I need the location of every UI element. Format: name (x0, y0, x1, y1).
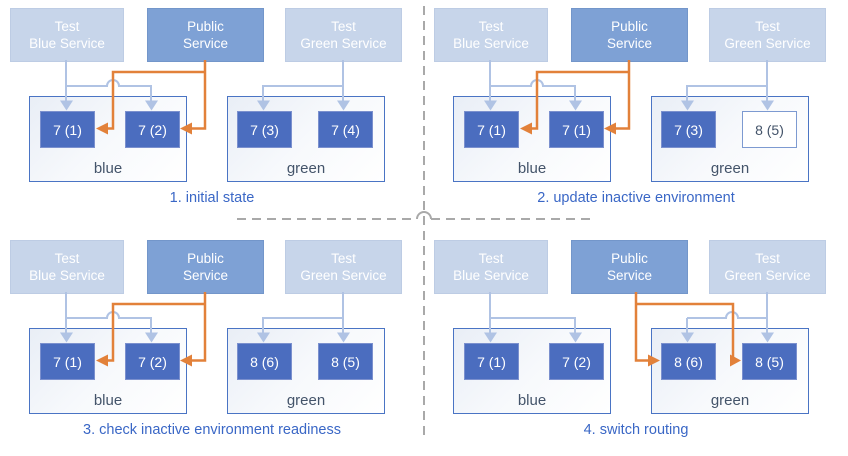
test-green-service-label-line2: Green Service (724, 268, 811, 283)
green-environment-label: green (710, 160, 750, 177)
test-blue-service-box: Test Blue Service (10, 240, 124, 294)
pod-green-2: 7 (4) (318, 111, 373, 148)
public-service-label-line1: Public (187, 19, 224, 34)
test-blue-service-box: Test Blue Service (434, 240, 548, 294)
public-service-box: Public Service (571, 240, 688, 294)
blue-environment-label: blue (517, 392, 547, 409)
panel-2-update-inactive: Test Blue Service Public Service Test Gr… (424, 0, 848, 220)
test-green-service-box: Test Green Service (709, 240, 826, 294)
test-blue-service-label-line1: Test (54, 251, 80, 266)
pod-blue-1: 7 (1) (464, 343, 519, 380)
test-blue-service-label-line1: Test (54, 19, 80, 34)
test-green-service-box: Test Green Service (285, 8, 402, 62)
public-service-box: Public Service (147, 8, 264, 62)
test-blue-service-label-line2: Blue Service (29, 36, 105, 51)
test-blue-service-label-line2: Blue Service (453, 36, 529, 51)
pod-blue-1: 7 (1) (464, 111, 519, 148)
test-green-service-label-line1: Test (331, 19, 356, 34)
public-service-label-line2: Service (606, 268, 652, 283)
test-blue-service-box: Test Blue Service (434, 8, 548, 62)
test-blue-service-label-line2: Blue Service (453, 268, 529, 283)
pod-green-2-new: 8 (5) (742, 111, 797, 148)
test-green-service-label-line1: Test (331, 251, 356, 266)
test-blue-service-box: Test Blue Service (10, 8, 124, 62)
public-service-label-line2: Service (182, 268, 228, 283)
green-environment-label: green (710, 392, 750, 409)
pod-green-1: 8 (6) (237, 343, 292, 380)
panel-caption: 3. check inactive environment readiness (83, 422, 341, 438)
public-service-label-line1: Public (611, 251, 648, 266)
public-service-label-line2: Service (182, 36, 228, 51)
test-green-service-label-line1: Test (755, 251, 780, 266)
pod-green-2: 8 (5) (318, 343, 373, 380)
panel-caption: 1. initial state (169, 190, 255, 206)
pod-green-2: 8 (5) (742, 343, 797, 380)
blue-environment-label: blue (93, 160, 123, 177)
pod-blue-1: 7 (1) (40, 111, 95, 148)
test-green-service-label-line2: Green Service (300, 268, 387, 283)
pod-blue-2: 7 (2) (125, 343, 180, 380)
panel-caption: 2. update inactive environment (537, 190, 735, 206)
pod-green-1: 7 (3) (237, 111, 292, 148)
panel-caption: 4. switch routing (583, 422, 689, 438)
pod-green-1: 7 (3) (661, 111, 716, 148)
public-service-label-line2: Service (606, 36, 652, 51)
panel-4-switch-routing: Test Blue Service Public Service Test Gr… (424, 232, 848, 452)
test-blue-service-label-line1: Test (478, 19, 504, 34)
test-green-service-box: Test Green Service (709, 8, 826, 62)
test-green-service-box: Test Green Service (285, 240, 402, 294)
test-green-service-label-line1: Test (755, 19, 780, 34)
blue-environment-label: blue (93, 392, 123, 409)
pod-blue-1: 7 (1) (40, 343, 95, 380)
public-service-label-line1: Public (187, 251, 224, 266)
public-service-box: Public Service (147, 240, 264, 294)
pod-blue-2: 7 (1) (549, 111, 604, 148)
public-service-label-line1: Public (611, 19, 648, 34)
pod-green-1: 8 (6) (661, 343, 716, 380)
test-green-service-label-line2: Green Service (300, 36, 387, 51)
test-blue-service-label-line2: Blue Service (29, 268, 105, 283)
green-environment-label: green (286, 160, 326, 177)
public-service-box: Public Service (571, 8, 688, 62)
pod-blue-2: 7 (2) (549, 343, 604, 380)
green-environment-label: green (286, 392, 326, 409)
panel-1-initial-state: Test Blue Service Public Service Test Gr… (0, 0, 424, 220)
pod-blue-2: 7 (2) (125, 111, 180, 148)
test-green-service-label-line2: Green Service (724, 36, 811, 51)
test-blue-service-label-line1: Test (478, 251, 504, 266)
blue-environment-label: blue (517, 160, 547, 177)
panel-3-check-readiness: Test Blue Service Public Service Test Gr… (0, 232, 424, 452)
